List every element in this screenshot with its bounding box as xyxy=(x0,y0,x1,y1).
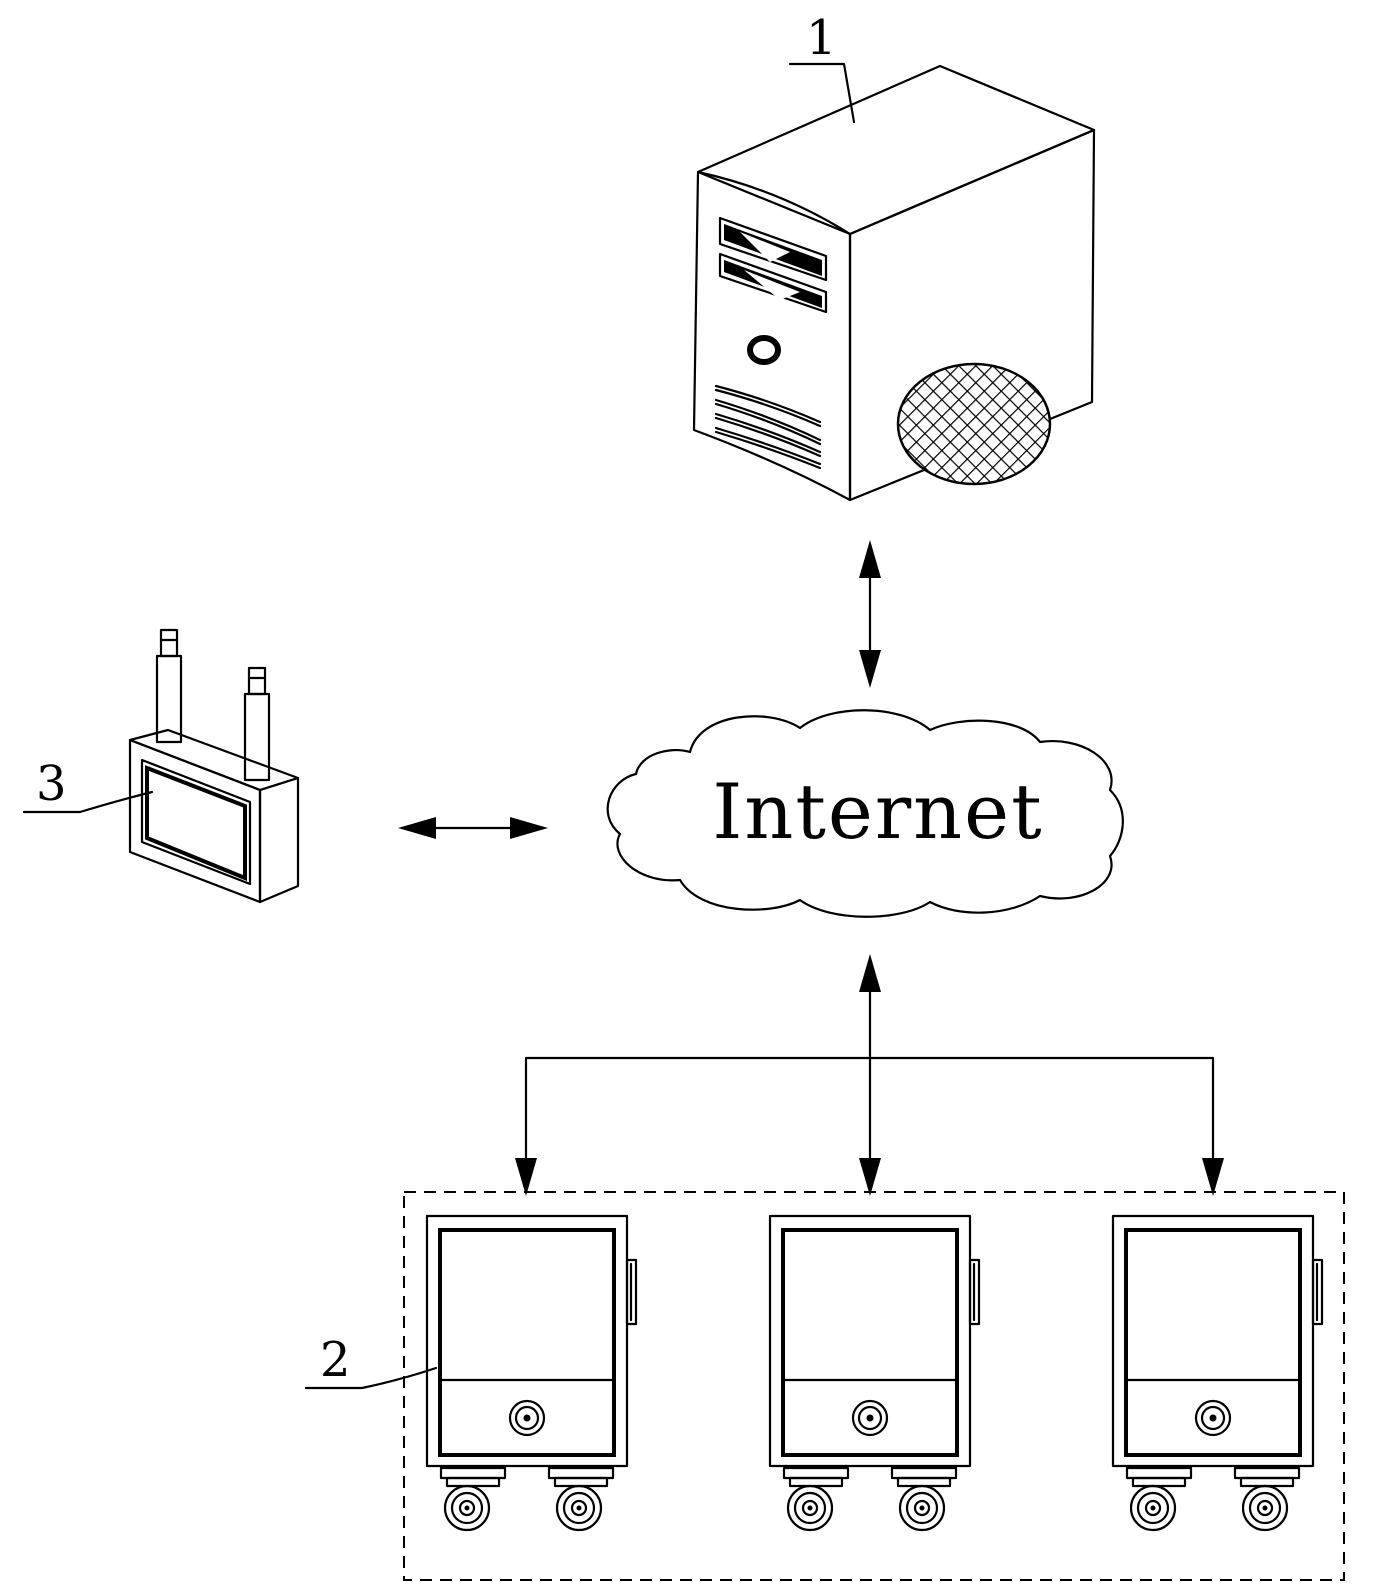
terminal-group-box xyxy=(403,1191,1345,1581)
router-icon xyxy=(128,628,300,904)
server-internet-arrow xyxy=(859,540,881,688)
router-internet-arrow xyxy=(398,817,548,839)
server-leader-line xyxy=(788,62,856,124)
terminals-leader-line xyxy=(304,1366,438,1390)
router-leader-line xyxy=(22,790,154,814)
internet-terminals-arrows xyxy=(515,954,1224,1196)
terminals-label: 2 xyxy=(320,1332,351,1388)
server-icon xyxy=(692,64,1096,502)
terminal-unit-2 xyxy=(768,1214,981,1532)
server-label: 1 xyxy=(806,10,837,66)
internet-cloud: Internet xyxy=(606,709,1124,918)
router-label: 3 xyxy=(36,756,67,812)
terminal-unit-1 xyxy=(425,1214,638,1532)
internet-text: Internet xyxy=(712,767,1043,856)
terminal-unit-3 xyxy=(1111,1214,1324,1532)
